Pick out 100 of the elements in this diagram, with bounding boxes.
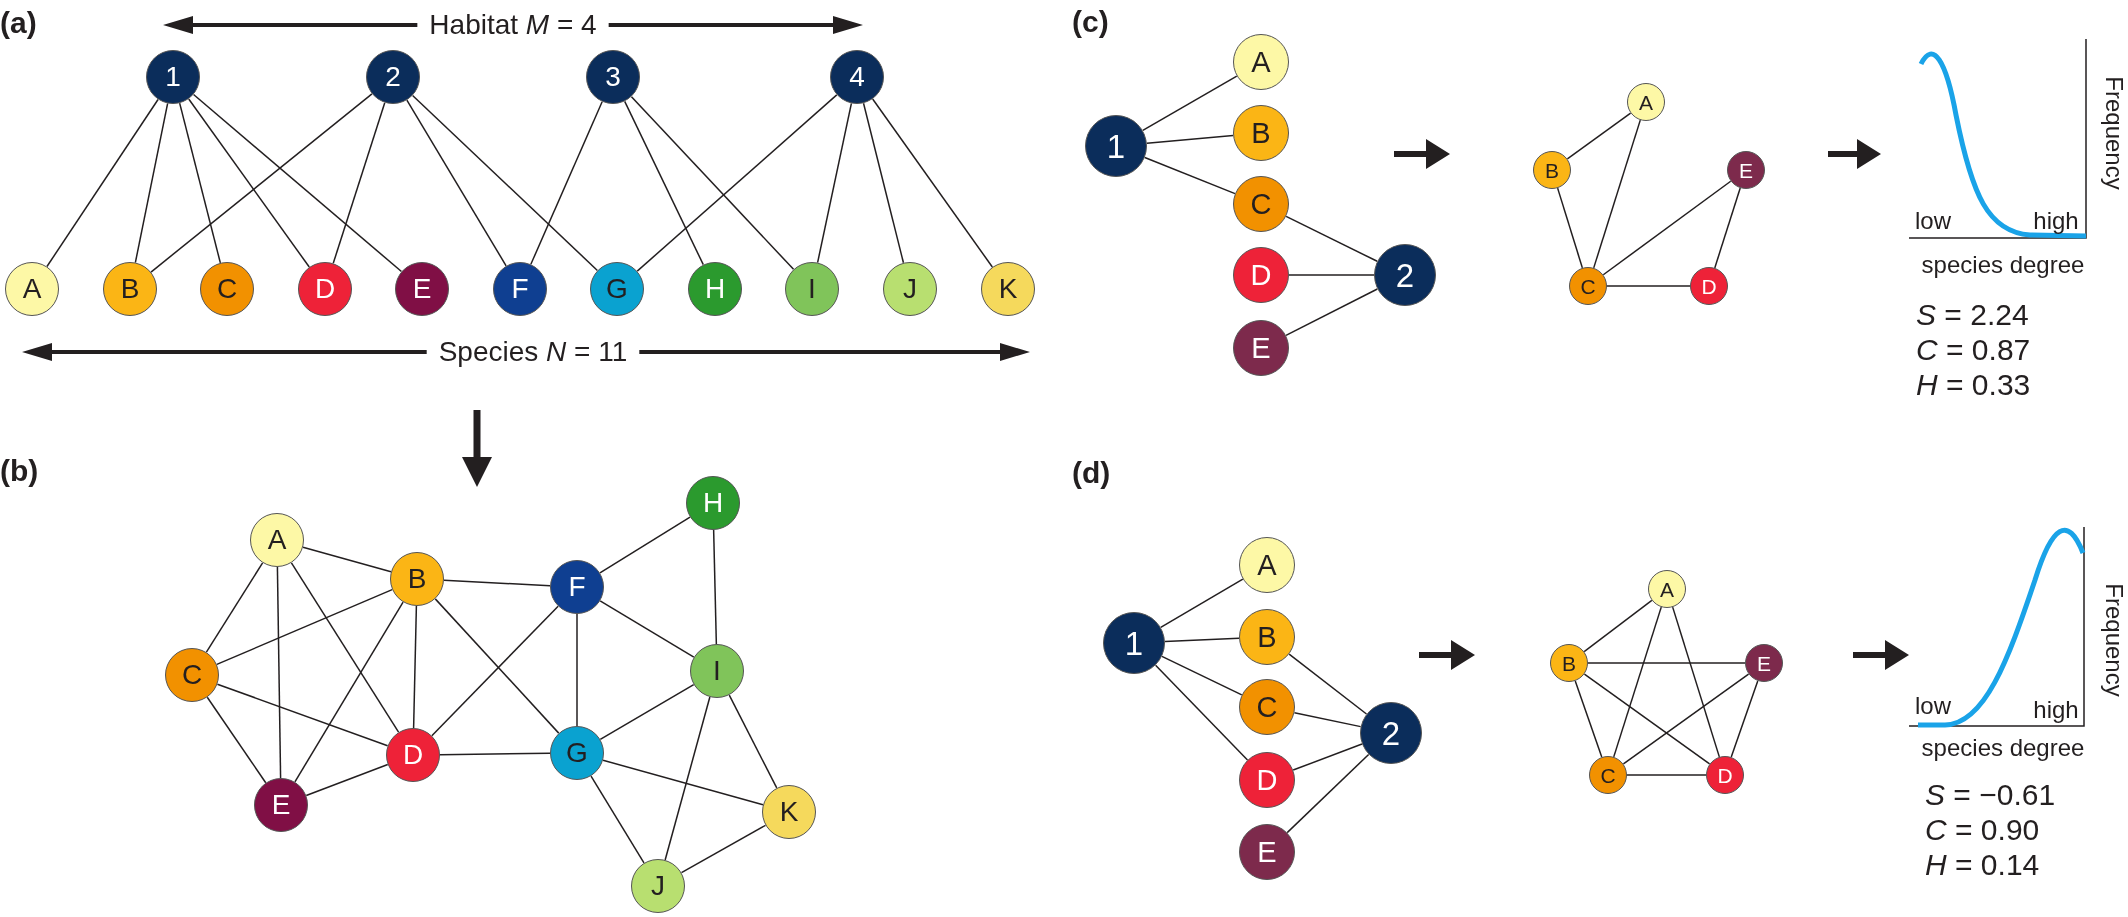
species-node: H (686, 476, 740, 530)
species-node: I (690, 644, 744, 698)
species-node: E (1727, 151, 1765, 189)
connector-line (1622, 673, 1750, 765)
species-node: C (1589, 756, 1627, 794)
species-node: A (1239, 537, 1295, 593)
species-node: F (493, 262, 547, 316)
axis-label: species degree (1921, 251, 2085, 279)
connector-line (134, 102, 169, 264)
axis-label: high (2033, 207, 2079, 235)
connector-line (276, 566, 282, 779)
connector-line (623, 100, 705, 266)
connector-line (576, 613, 578, 727)
panel-label: (b) (0, 453, 39, 487)
connector-line (599, 683, 695, 741)
connector-line (1583, 673, 1711, 765)
statistic-value: S = −0.61 (1925, 777, 2056, 811)
axis-label: Frequency (2100, 76, 2128, 190)
connector-line (871, 98, 994, 268)
connector-line (1714, 187, 1741, 269)
axis-label: species degree (1921, 734, 2085, 762)
connector-line (602, 759, 764, 806)
species-node: C (1239, 679, 1295, 735)
connector-line (636, 94, 838, 272)
connector-line (1602, 180, 1732, 276)
species-node: D (1233, 247, 1289, 303)
connector-line (206, 696, 267, 784)
connector-line (862, 102, 905, 264)
species-node: E (1745, 644, 1783, 682)
connector-line (1574, 680, 1603, 758)
axis-title: Habitat M = 4 (429, 9, 597, 41)
connector-line (1592, 119, 1642, 269)
connector-line (290, 562, 400, 733)
connector-line (1154, 664, 1249, 761)
species-node: K (981, 262, 1035, 316)
species-node: A (250, 513, 304, 567)
species-node: J (883, 262, 937, 316)
species-node: E (254, 778, 308, 832)
species-node: B (103, 262, 157, 316)
panel-label: (c) (1072, 4, 1109, 38)
connector-line (1566, 112, 1632, 160)
connector-line (1144, 156, 1236, 195)
connector-line (302, 546, 392, 573)
habitat-node: 2 (1360, 702, 1422, 764)
connector-line (1142, 75, 1238, 132)
species-node: C (200, 262, 254, 316)
axis-label: low (1915, 207, 1951, 235)
habitat-node: 2 (366, 50, 420, 104)
connector-line (1288, 274, 1375, 276)
habitat-node: 1 (1085, 115, 1147, 177)
connector-line (216, 588, 393, 666)
species-node: D (298, 262, 352, 316)
species-node: C (165, 648, 219, 702)
statistic-value: H = 0.33 (1916, 367, 2031, 401)
connector-line (411, 94, 599, 272)
species-node: K (762, 785, 816, 839)
species-node: B (1550, 644, 1588, 682)
connector-line (188, 98, 310, 268)
species-node: C (1233, 176, 1289, 232)
axis-label: low (1915, 692, 1951, 720)
statistic-value: H = 0.14 (1925, 847, 2040, 881)
species-node: H (688, 262, 742, 316)
connector-line (192, 93, 403, 273)
species-node: B (1533, 151, 1571, 189)
species-node: E (395, 262, 449, 316)
habitat-node: 3 (586, 50, 640, 104)
species-node: J (631, 859, 685, 913)
connector-line (205, 562, 264, 653)
connector-line (712, 529, 718, 645)
connector-line (1161, 655, 1243, 696)
axis-title: Species N = 11 (438, 336, 628, 368)
connector-line (332, 101, 386, 265)
connector-line (1146, 134, 1234, 144)
connector-line (1606, 285, 1691, 287)
connector-line (216, 683, 389, 747)
species-node: G (590, 262, 644, 316)
connector-line (46, 98, 159, 268)
connector-line (1583, 599, 1653, 653)
connector-line (630, 95, 795, 271)
connector-line (178, 102, 222, 264)
connector-line (1292, 743, 1363, 771)
species-node: I (785, 262, 839, 316)
species-node: A (5, 262, 59, 316)
connector-line (1285, 288, 1379, 337)
connector-line (406, 99, 507, 267)
species-node: D (1706, 756, 1744, 794)
axis-label: Frequency (2100, 583, 2128, 697)
species-node: A (1648, 570, 1686, 608)
connector-line (1286, 753, 1370, 834)
connector-line (1160, 578, 1244, 629)
connector-line (412, 605, 418, 729)
connector-line (1587, 662, 1746, 664)
species-node: B (390, 552, 444, 606)
species-node: B (1233, 105, 1289, 161)
connector-line (1285, 215, 1378, 263)
connector-line (1730, 680, 1759, 758)
connector-line (728, 694, 778, 789)
connector-line (816, 102, 853, 264)
species-node: D (1690, 267, 1728, 305)
connector-line (443, 579, 551, 587)
